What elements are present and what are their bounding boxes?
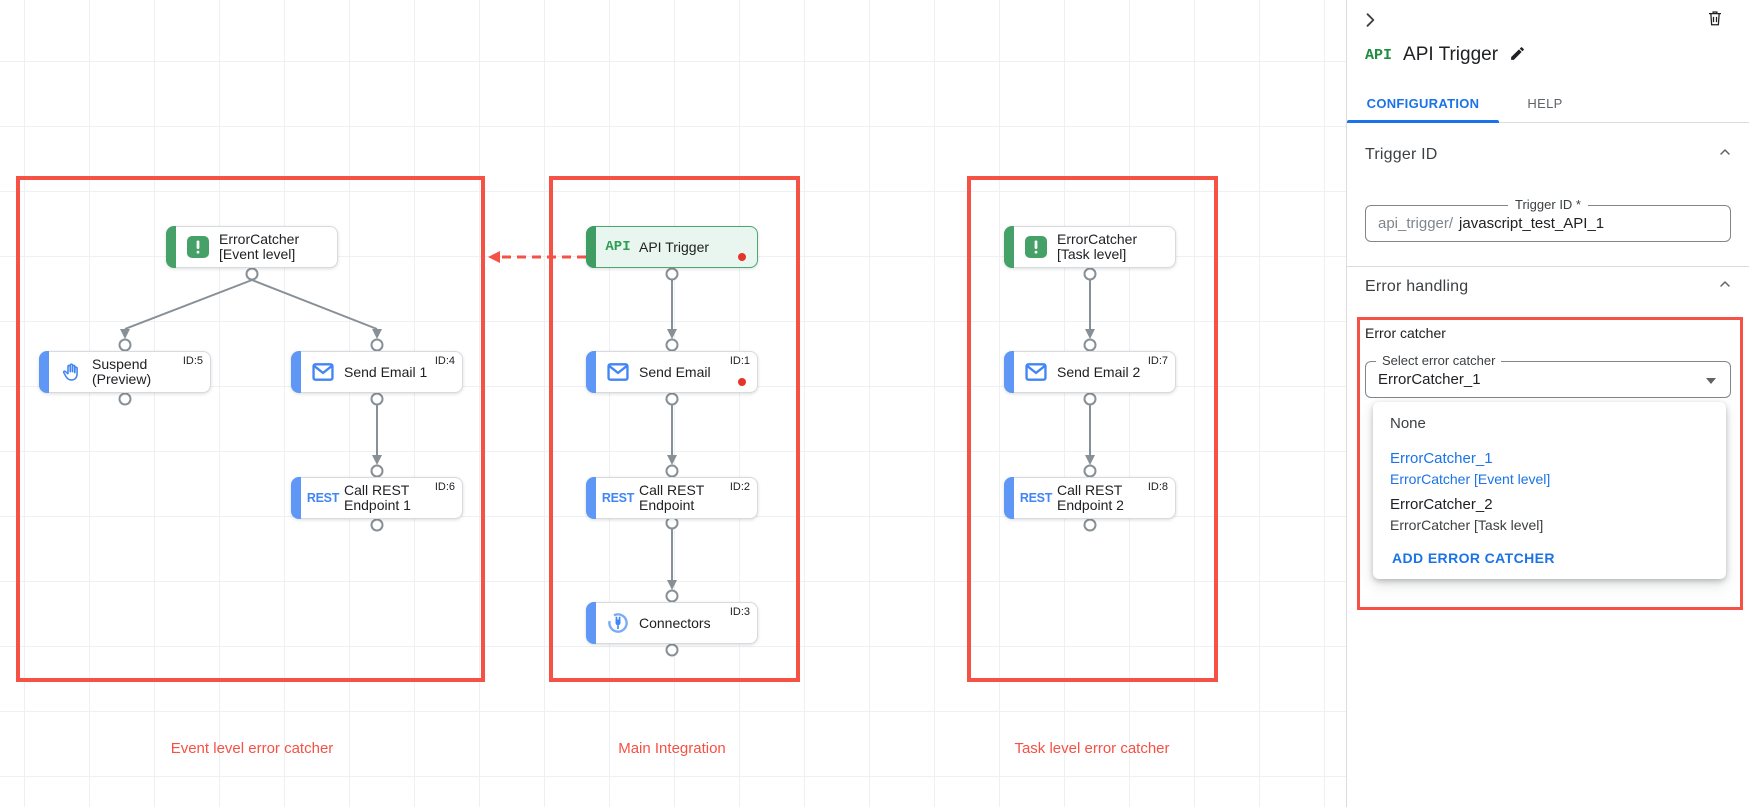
node-color-bar xyxy=(586,226,596,268)
section-divider xyxy=(1347,266,1749,267)
node-color-bar xyxy=(1004,226,1014,268)
chevron-right-icon xyxy=(1360,13,1380,33)
node-label: Send Email 1 xyxy=(344,363,428,380)
node-errorcatcher-event-level[interactable]: ErrorCatcher[Event level] xyxy=(166,226,338,268)
trigger-id-prefix: api_trigger/ xyxy=(1378,215,1454,232)
chevron-up-icon[interactable] xyxy=(1717,276,1733,297)
trigger-id-field-label: Trigger ID * xyxy=(1508,197,1588,212)
trigger-id-value: javascript_test_API_1 xyxy=(1459,215,1605,232)
config-panel: API API Trigger CONFIGURATION HELP Trigg… xyxy=(1346,0,1749,807)
error-handling-section-title: Error handling xyxy=(1365,277,1469,295)
pencil-icon xyxy=(1509,47,1526,65)
api-trigger-chip-icon: API xyxy=(1365,46,1393,64)
email-icon xyxy=(306,363,340,381)
main-integration-group-outline xyxy=(549,176,800,682)
task-id-label: ID:5 xyxy=(182,355,203,367)
select-error-catcher-label: Select error catcher xyxy=(1376,353,1502,368)
panel-tabs: CONFIGURATION HELP xyxy=(1347,84,1749,123)
node-connectors[interactable]: Connectors ID:3 xyxy=(586,602,758,644)
panel-title: API Trigger xyxy=(1403,44,1499,65)
node-color-bar xyxy=(166,226,176,268)
trigger-id-section-title: Trigger ID xyxy=(1365,145,1438,163)
node-color-bar xyxy=(39,351,49,393)
error-catcher-icon xyxy=(181,236,215,258)
task-id-label: ID:8 xyxy=(1147,481,1168,493)
rest-icon: REST xyxy=(306,491,340,505)
task-id-label: ID:1 xyxy=(729,355,750,367)
tab-help[interactable]: HELP xyxy=(1527,95,1563,111)
hand-icon xyxy=(54,362,88,383)
error-indicator-dot xyxy=(738,378,746,386)
rest-icon: REST xyxy=(601,491,635,505)
node-color-bar xyxy=(291,477,301,519)
error-catcher-label: Error catcher xyxy=(1365,325,1446,341)
add-error-catcher-button[interactable]: ADD ERROR CATCHER xyxy=(1390,546,1557,570)
task-id-label: ID:6 xyxy=(434,481,455,493)
email-icon xyxy=(601,363,635,381)
node-suspend-preview[interactable]: Suspend(Preview) ID:5 xyxy=(39,351,211,393)
collapse-panel-button[interactable] xyxy=(1359,10,1381,32)
group-caption-main-integration: Main Integration xyxy=(618,740,726,757)
rest-icon: REST xyxy=(1019,491,1053,505)
error-indicator-dot xyxy=(738,253,746,261)
task-id-label: ID:7 xyxy=(1147,355,1168,367)
node-color-bar xyxy=(586,477,596,519)
select-error-catcher-value: ErrorCatcher_1 xyxy=(1378,371,1481,388)
node-label: ErrorCatcher xyxy=(1057,231,1138,247)
node-color-bar xyxy=(586,602,596,644)
select-error-catcher-field[interactable]: Select error catcher ErrorCatcher_1 xyxy=(1365,353,1731,398)
node-label: Send Email 2 xyxy=(1057,363,1141,380)
task-id-label: ID:3 xyxy=(729,606,750,618)
menu-item-none[interactable]: None xyxy=(1390,415,1426,432)
trash-icon xyxy=(1706,11,1724,31)
node-color-bar xyxy=(1004,477,1014,519)
node-label: Connectors xyxy=(639,614,711,631)
group-caption-event-level: Event level error catcher xyxy=(170,740,334,757)
node-label: ErrorCatcher xyxy=(219,231,300,247)
node-color-bar xyxy=(291,351,301,393)
email-icon xyxy=(1019,363,1053,381)
menu-item-errorcatcher-2[interactable]: ErrorCatcher_2 ErrorCatcher [Task level] xyxy=(1390,496,1544,533)
node-send-email-1[interactable]: Send Email 1 ID:4 xyxy=(291,351,463,393)
node-send-email-2[interactable]: Send Email 2 ID:7 xyxy=(1004,351,1176,393)
node-label: API Trigger xyxy=(639,238,710,255)
dropdown-caret-icon xyxy=(1706,378,1716,384)
delete-trigger-button[interactable] xyxy=(1705,8,1725,30)
task-id-label: ID:2 xyxy=(729,481,750,493)
error-catcher-icon xyxy=(1019,236,1053,258)
node-send-email[interactable]: Send Email ID:1 xyxy=(586,351,758,393)
trigger-id-field[interactable]: Trigger ID * api_trigger/ javascript_tes… xyxy=(1365,197,1731,242)
menu-item-errorcatcher-1[interactable]: ErrorCatcher_1 ErrorCatcher [Event level… xyxy=(1390,450,1551,487)
task-level-group-outline xyxy=(967,176,1218,682)
integration-canvas[interactable]: ErrorCatcher[Event level] Suspend(Previe… xyxy=(0,0,1346,807)
node-api-trigger[interactable]: API API Trigger xyxy=(586,226,758,268)
node-color-bar xyxy=(586,351,596,393)
error-catcher-highlight-outline xyxy=(1357,317,1743,610)
node-label: Call REST xyxy=(1057,482,1123,498)
node-color-bar xyxy=(1004,351,1014,393)
tab-configuration[interactable]: CONFIGURATION xyxy=(1347,84,1499,123)
error-catcher-dropdown-menu: None ErrorCatcher_1 ErrorCatcher [Event … xyxy=(1373,402,1726,579)
node-label: Send Email xyxy=(639,363,711,380)
node-label: Call REST xyxy=(344,482,410,498)
node-label: Suspend xyxy=(92,356,148,372)
api-icon: API xyxy=(605,239,631,255)
edit-title-button[interactable] xyxy=(1509,45,1526,65)
connector-icon xyxy=(601,612,635,634)
task-id-label: ID:4 xyxy=(434,355,455,367)
event-level-group-outline xyxy=(16,176,485,682)
group-caption-task-level: Task level error catcher xyxy=(1014,740,1170,757)
node-label: Call REST xyxy=(639,482,705,498)
node-errorcatcher-task-level[interactable]: ErrorCatcher[Task level] xyxy=(1004,226,1176,268)
chevron-up-icon[interactable] xyxy=(1717,144,1733,165)
